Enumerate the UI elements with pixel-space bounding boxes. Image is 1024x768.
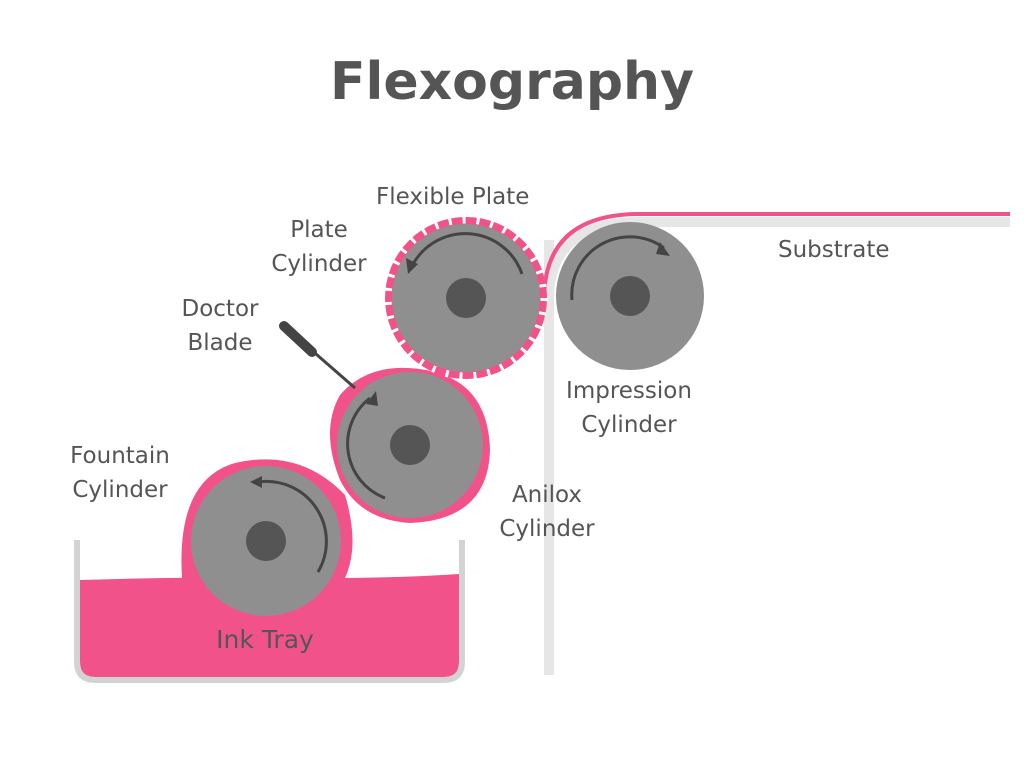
substrate-strip — [542, 212, 1010, 301]
plate-arrow-head — [406, 258, 418, 274]
plate-tick-ring — [384, 216, 548, 380]
fountain-cylinder-label-line2: Cylinder — [72, 477, 168, 503]
impression-cylinder — [556, 222, 704, 370]
plate-hub — [446, 278, 486, 318]
impression-cylinder-label-line2: Cylinder — [581, 412, 677, 438]
doctor-blade-label-line2: Blade — [187, 330, 253, 356]
doctor-blade-label-line1: Doctor — [181, 296, 259, 322]
fountain-cylinder-label-line1: Fountain — [70, 443, 170, 469]
flexible-plate-label: Flexible Plate — [376, 184, 530, 210]
anilox-cylinder-label: Anilox Cylinder — [486, 478, 608, 546]
anilox-cylinder-label-line2: Cylinder — [499, 516, 595, 542]
anilox-cylinder — [337, 372, 483, 518]
plate-rotation-arrow — [410, 232, 524, 275]
doctor-blade — [279, 321, 356, 390]
plate-cylinder-label-line1: Plate — [290, 217, 348, 243]
impression-cylinder-label-line1: Impression — [566, 378, 692, 404]
anilox-rotation-arrow — [346, 396, 386, 500]
anilox-hub — [390, 425, 430, 465]
ink-fill — [80, 574, 459, 677]
fountain-cylinder-label: Fountain Cylinder — [52, 439, 188, 507]
plate-cylinder-label-line2: Cylinder — [271, 251, 367, 277]
plate-cylinder — [384, 216, 548, 380]
diagram-title: Flexography — [330, 52, 694, 112]
fountain-cylinder — [191, 466, 341, 616]
impression-cylinder-label: Impression Cylinder — [544, 374, 714, 442]
fountain-rotation-arrow — [257, 479, 328, 573]
ink-tray-label: Ink Tray — [216, 625, 314, 654]
impression-hub — [610, 276, 650, 316]
fountain-hub — [246, 521, 286, 561]
plate-cylinder-label: Plate Cylinder — [258, 213, 380, 281]
impression-arrow-head — [656, 242, 670, 256]
ink-tray — [74, 540, 465, 683]
anilox-cylinder-label-line1: Anilox — [511, 482, 583, 508]
fountain-arrow-head — [250, 476, 262, 488]
impression-rotation-arrow — [570, 235, 665, 301]
doctor-blade-label: Doctor Blade — [166, 292, 274, 360]
substrate-label: Substrate — [778, 237, 890, 263]
tray-wall — [74, 540, 465, 683]
substrate-vertical-guide — [544, 240, 554, 675]
anilox-arrow-head — [366, 391, 378, 406]
